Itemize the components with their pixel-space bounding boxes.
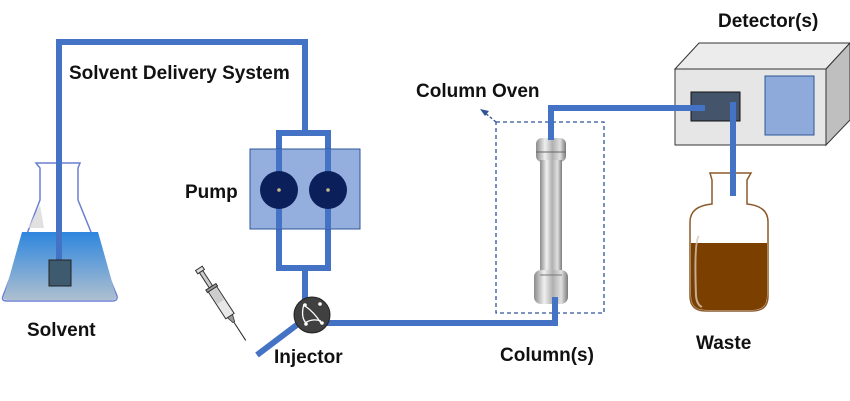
label-column-oven: Column Oven xyxy=(416,81,540,102)
label-pump: Pump xyxy=(185,182,238,203)
tube-solvent-to-pump xyxy=(56,39,308,265)
tube-syringe-to-injector xyxy=(255,318,304,358)
pump-icon xyxy=(249,148,361,230)
label-columns: Column(s) xyxy=(500,345,594,366)
syringe-icon xyxy=(194,265,247,341)
detector-box-icon xyxy=(673,42,850,147)
hplc-column-icon xyxy=(534,138,568,304)
label-injector: Injector xyxy=(274,347,343,368)
label-waste: Waste xyxy=(696,333,751,354)
waste-bottle-icon xyxy=(689,172,769,312)
injector-valve-icon xyxy=(293,296,331,334)
solvent-filter xyxy=(48,259,72,287)
tubing xyxy=(56,39,736,358)
detector-screen xyxy=(764,75,815,136)
label-detectors: Detector(s) xyxy=(718,11,818,32)
label-solvent: Solvent xyxy=(27,320,96,341)
column-oven xyxy=(480,109,605,314)
tube-injector-to-column xyxy=(318,300,558,326)
label-solvent-delivery-system: Solvent Delivery System xyxy=(69,63,290,84)
